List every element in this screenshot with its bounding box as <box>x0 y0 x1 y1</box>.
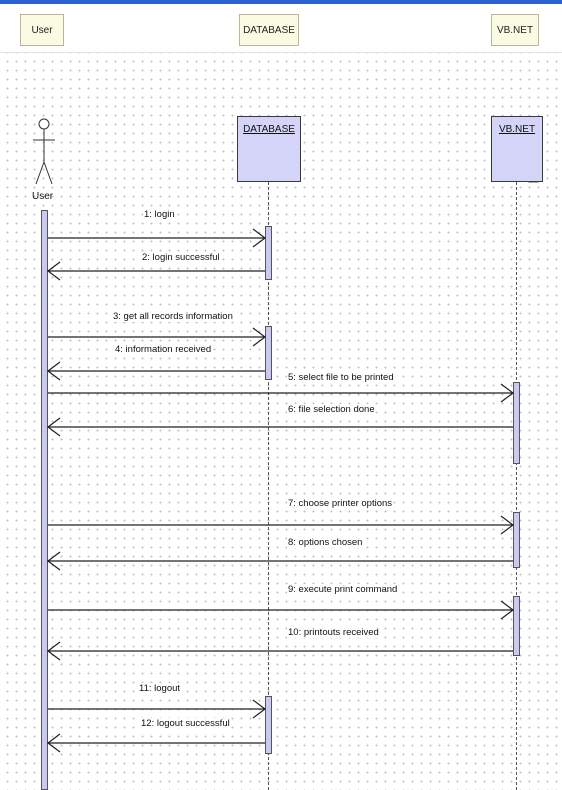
activation-vbnet-3 <box>513 596 520 656</box>
message-label-2: 2: login successful <box>141 252 221 263</box>
message-label-6: 6: file selection done <box>287 404 376 415</box>
arrowhead-m11 <box>252 699 266 719</box>
lifeline-vbnet <box>516 182 517 790</box>
object-vbnet-label: VB.NET <box>498 124 536 135</box>
actor-icon <box>33 118 55 185</box>
message-label-7: 7: choose printer options <box>287 498 394 509</box>
message-label-9: 9: execute print command <box>287 584 399 595</box>
header-user[interactable]: User <box>20 14 64 46</box>
arrowhead-m5 <box>500 383 514 403</box>
window-top-bar <box>0 0 562 4</box>
object-database-label: DATABASE <box>243 124 295 135</box>
header-vbnet[interactable]: VB.NET <box>491 14 539 46</box>
object-vbnet[interactable]: VB.NET <box>491 116 543 182</box>
header-database[interactable]: DATABASE <box>239 14 299 46</box>
message-label-11: 11: logout <box>138 683 182 694</box>
message-label-8: 8: options chosen <box>287 537 364 548</box>
message-label-3: 3: get all records information <box>112 311 234 322</box>
message-label-12: 12: logout successful <box>140 718 231 729</box>
message-label-5: 5: select file to be printed <box>287 372 395 383</box>
arrowhead-m4 <box>47 361 61 381</box>
arrowhead-m6 <box>47 417 61 437</box>
arrowhead-m3 <box>252 327 266 347</box>
arrowhead-m1 <box>252 228 266 248</box>
activation-vbnet-2 <box>513 512 520 568</box>
arrowhead-m9 <box>500 600 514 620</box>
lifeline-database <box>268 182 269 790</box>
object-database[interactable]: DATABASE <box>237 116 301 182</box>
arrowhead-m7 <box>500 515 514 535</box>
message-label-4: 4: information received <box>114 344 213 355</box>
header-database-label: DATABASE <box>243 24 295 36</box>
activation-database-1 <box>265 226 272 280</box>
activation-database-2 <box>265 326 272 380</box>
participant-header-strip: User DATABASE VB.NET <box>0 4 562 53</box>
arrowhead-m10 <box>47 641 61 661</box>
arrowhead-m8 <box>47 551 61 571</box>
actor-label: User <box>32 191 54 202</box>
message-label-10: 10: printouts received <box>287 627 380 638</box>
activation-database-3 <box>265 696 272 754</box>
message-label-1: 1: login <box>143 209 176 220</box>
arrowhead-m12 <box>47 733 61 753</box>
arrowhead-m2 <box>47 261 61 281</box>
activation-vbnet-1 <box>513 382 520 464</box>
header-vbnet-label: VB.NET <box>496 24 534 36</box>
header-user-label: User <box>31 24 53 36</box>
